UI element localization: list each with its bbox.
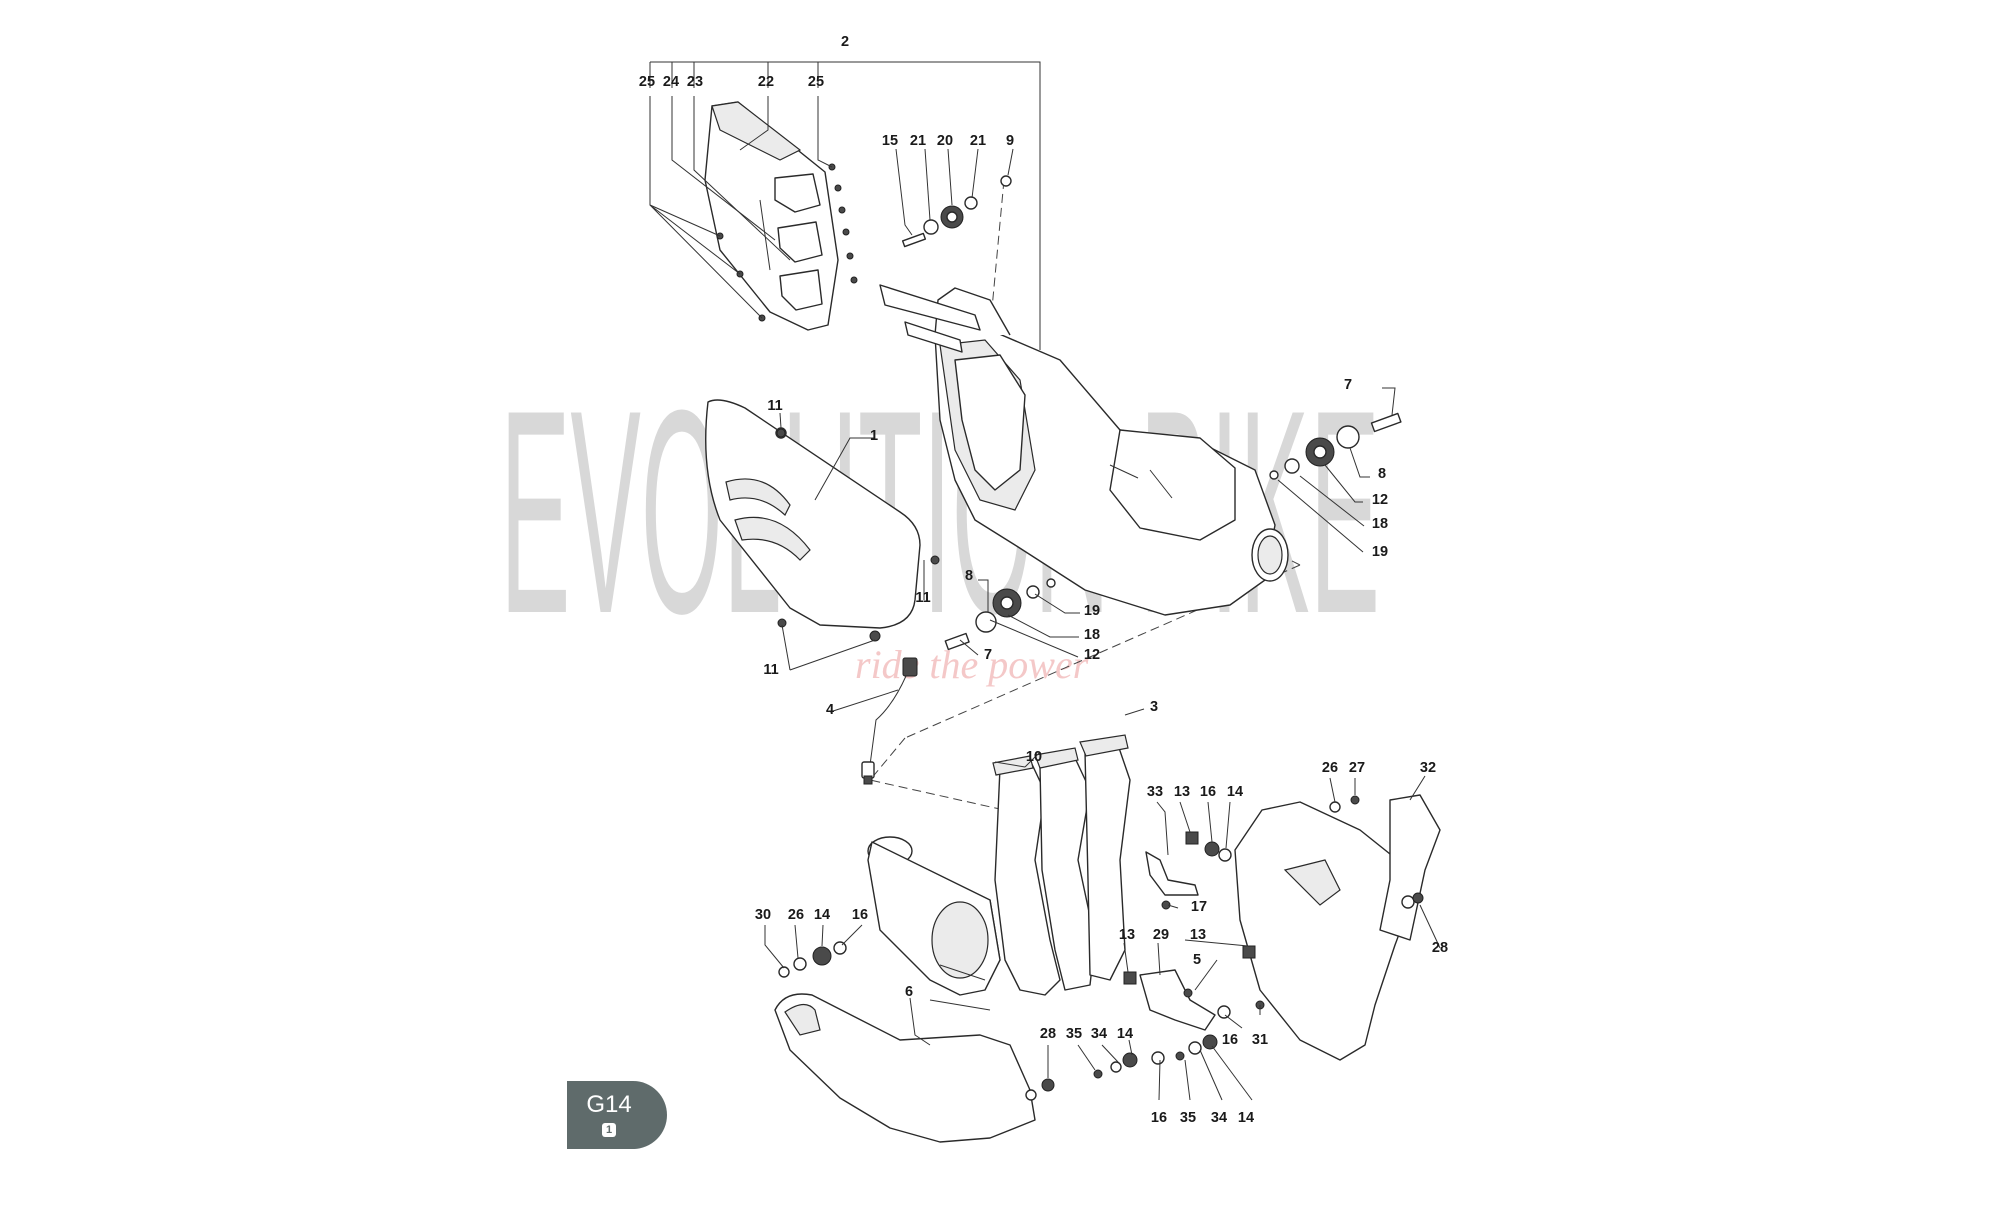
callout-8: 8 [1378,466,1386,482]
callout-24: 24 [663,74,679,90]
catalyst-part [867,836,1001,1011]
callout-2: 2 [841,34,849,50]
callout-18: 18 [1084,627,1100,643]
hardware-small-parts [716,163,1424,1092]
callout-34: 34 [1091,1026,1107,1042]
right-heat-shield-part [1234,794,1441,1061]
muffler-part [879,284,1289,616]
section-page-number: 1 [602,1123,616,1137]
callout-7: 7 [1344,377,1352,393]
callout-9: 9 [1006,133,1014,149]
callout-labels: 2 25 24 23 22 25 15 21 20 21 9 11 1 7 8 … [639,34,1448,1126]
callout-17: 17 [1191,899,1207,915]
callout-5: 5 [1193,952,1201,968]
callout-6: 6 [905,984,913,1000]
callout-28: 28 [1040,1026,1056,1042]
callout-16: 16 [1151,1110,1167,1126]
side-cover-part [705,399,921,629]
callout-12: 12 [1372,492,1388,508]
callout-25: 25 [808,74,824,90]
callout-28: 28 [1432,940,1448,956]
callout-11: 11 [763,662,778,678]
callout-16: 16 [852,907,868,923]
callout-11: 11 [915,590,930,606]
callout-31: 31 [1252,1032,1268,1048]
callout-10: 10 [1026,749,1042,765]
callout-26: 26 [788,907,804,923]
callout-14: 14 [1117,1026,1133,1042]
callout-18: 18 [1372,516,1388,532]
callout-35: 35 [1066,1026,1082,1042]
callout-1: 1 [870,428,878,444]
callout-21: 21 [910,133,926,149]
callout-3: 3 [1150,699,1158,715]
callout-8: 8 [965,568,973,584]
lambda-sensor-part [861,657,918,785]
callout-23: 23 [687,74,703,90]
callout-4: 4 [826,702,834,718]
callout-16: 16 [1222,1032,1238,1048]
section-code: G14 [586,1091,632,1118]
callout-19: 19 [1372,544,1388,560]
callout-26: 26 [1322,760,1338,776]
callout-19: 19 [1084,603,1100,619]
callout-14: 14 [814,907,830,923]
callout-14: 14 [1238,1110,1254,1126]
leader-lines [649,61,1441,1101]
page-section-badge: G14 1 [567,1081,667,1149]
callout-33: 33 [1147,784,1163,800]
callout-34: 34 [1211,1110,1227,1126]
callout-15: 15 [882,133,898,149]
callout-35: 35 [1180,1110,1196,1126]
callout-25: 25 [639,74,655,90]
belly-heat-shield-part [774,993,1037,1143]
callout-32: 32 [1420,760,1436,776]
callout-13: 13 [1190,927,1206,943]
callout-14: 14 [1227,784,1243,800]
callout-13: 13 [1119,927,1135,943]
callout-16: 16 [1200,784,1216,800]
callout-21: 21 [970,133,986,149]
callout-11: 11 [767,398,782,414]
tailpipe-cover-part [704,101,839,331]
callout-29: 29 [1153,927,1169,943]
callout-13: 13 [1174,784,1190,800]
callout-22: 22 [758,74,774,90]
callout-27: 27 [1349,760,1365,776]
watermark-tagline: ride the power [855,642,1089,687]
callout-20: 20 [937,133,953,149]
callout-12: 12 [1084,647,1100,663]
callout-30: 30 [755,907,771,923]
callout-7: 7 [984,647,992,663]
